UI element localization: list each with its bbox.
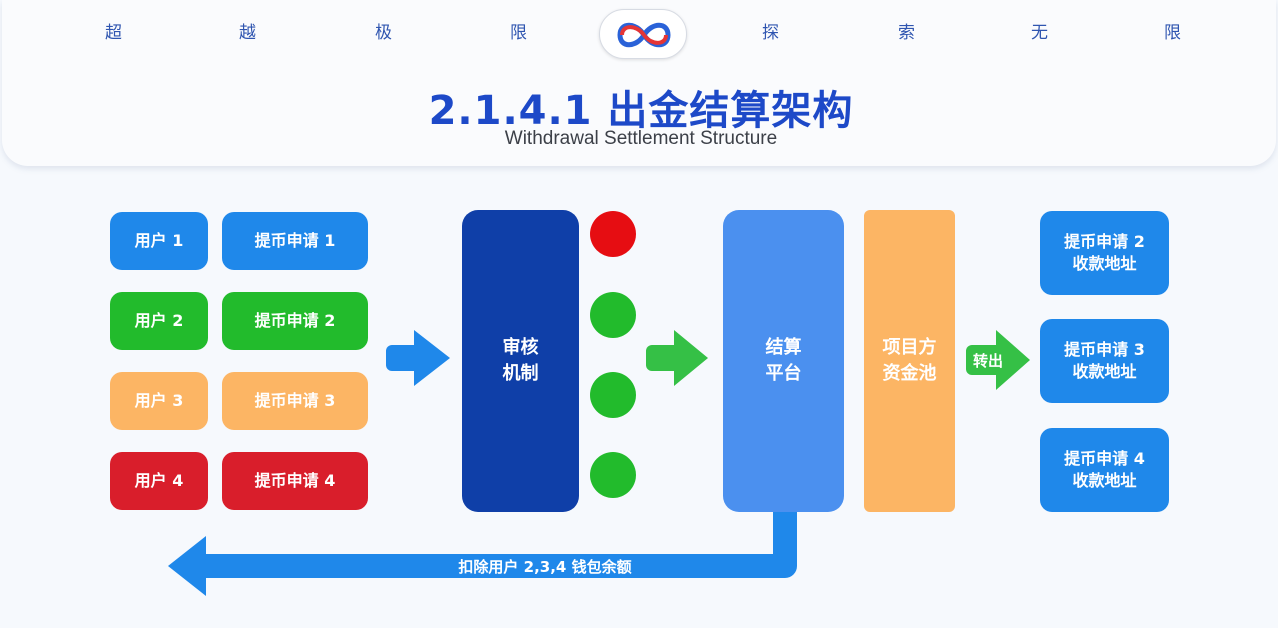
page-subtitle: Withdrawal Settlement Structure <box>504 128 778 149</box>
transfer-arrow <box>966 345 1002 375</box>
receiving-address-box: 提币申请 4 收款地址 <box>1040 428 1169 512</box>
receiving-address-box: 提币申请 2 收款地址 <box>1040 211 1169 295</box>
withdraw-request-box: 提币申请 4 <box>222 452 368 510</box>
receiving-address-box: 提币申请 3 收款地址 <box>1040 319 1169 403</box>
infinity-logo-icon <box>599 9 687 59</box>
arrow-to-review <box>386 345 420 371</box>
review-mechanism-box: 审核 机制 <box>462 210 579 512</box>
status-dot-approved <box>590 452 636 498</box>
motto-char: 越 <box>239 23 256 43</box>
status-dot-approved <box>590 372 636 418</box>
motto-char: 探 <box>762 23 779 43</box>
motto-char: 极 <box>375 23 392 43</box>
user-box: 用户 3 <box>110 372 208 430</box>
status-dot-approved <box>590 292 636 338</box>
motto-char: 超 <box>105 23 122 43</box>
arrow-to-settlement <box>646 345 680 371</box>
user-box: 用户 2 <box>110 292 208 350</box>
settlement-platform-box: 结算 平台 <box>723 210 844 512</box>
user-box: 用户 4 <box>110 452 208 510</box>
status-dot-rejected <box>590 211 636 257</box>
return-arrow-head <box>168 536 206 596</box>
project-fund-pool-box: 项目方 资金池 <box>864 210 955 512</box>
page-title: 2.1.4.1 出金结算架构 <box>428 88 854 134</box>
deduct-balance-label: 扣除用户 2,3,4 钱包余额 <box>458 558 632 576</box>
motto-char: 索 <box>898 23 915 43</box>
motto-char: 无 <box>1031 23 1048 43</box>
header-banner: 超 越 极 限 探 索 无 限 2.1.4.1 出金结算架构 Withdrawa… <box>2 0 1276 166</box>
motto-char: 限 <box>1164 23 1181 43</box>
withdraw-request-box: 提币申请 3 <box>222 372 368 430</box>
user-box: 用户 1 <box>110 212 208 270</box>
motto-char: 限 <box>510 23 527 43</box>
transfer-label: 转出 <box>972 352 1003 370</box>
withdraw-request-box: 提币申请 2 <box>222 292 368 350</box>
withdraw-request-box: 提币申请 1 <box>222 212 368 270</box>
